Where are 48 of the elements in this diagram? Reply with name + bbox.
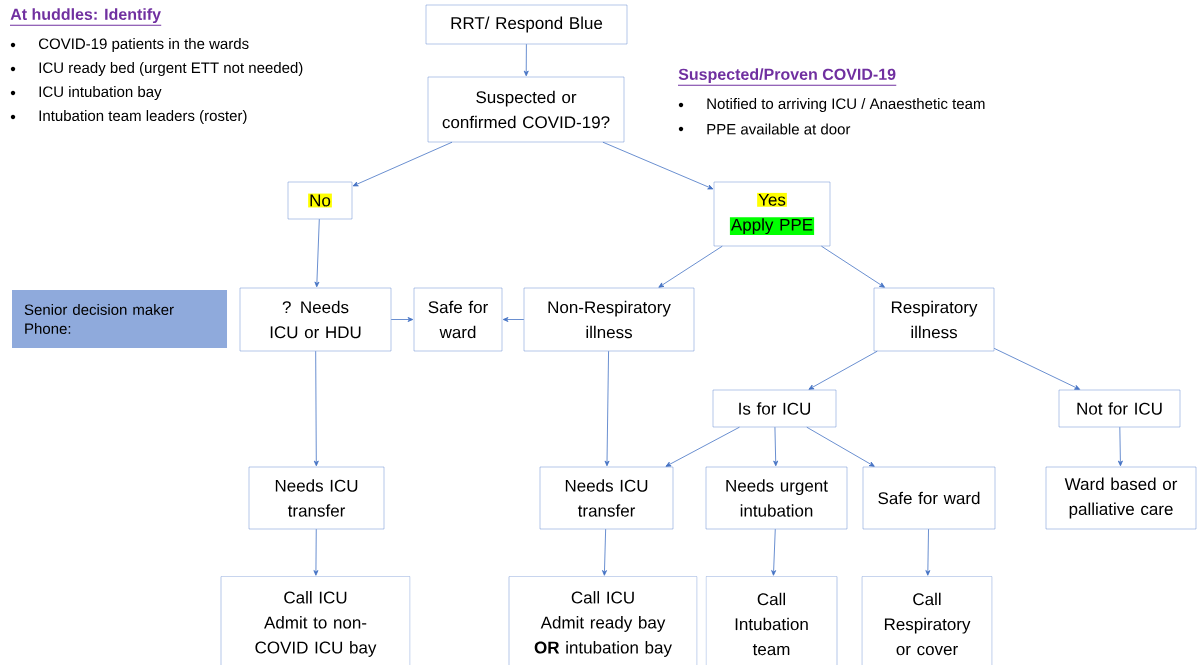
decision-answer-box: No <box>287 181 353 220</box>
process-box: Respiratory illness <box>873 287 995 352</box>
arrow <box>925 528 931 576</box>
arrow <box>773 426 779 467</box>
process-box: Safe for ward <box>413 287 503 352</box>
process-box: RRT/ Respond Blue <box>425 4 628 45</box>
arrow <box>313 528 319 576</box>
process-box: Is for ICU <box>712 389 837 428</box>
arrow <box>314 218 320 288</box>
heading: At huddles: Identify <box>10 8 161 24</box>
process-box: ? Needs ICU or HDU <box>239 287 392 352</box>
bullet-item: Intubation team leaders (roster) <box>10 110 247 124</box>
note-box: Senior decision maker Phone: <box>12 290 227 348</box>
process-box: Call Intubation team <box>705 576 838 665</box>
arrow <box>658 245 723 288</box>
process-box: Call ICU Admit to non-COVID ICU bay <box>220 576 411 665</box>
heading: Suspected/Proven COVID-19 <box>678 68 896 84</box>
arrow <box>665 426 740 467</box>
arrow <box>502 317 525 322</box>
process-box: Needs urgent intubation <box>705 466 848 530</box>
bullet-item: Notified to arriving ICU / Anaesthetic team <box>678 98 985 112</box>
bullet-item: COVID-19 patients in the wards <box>10 38 249 52</box>
process-box: Non-Respiratory illness <box>523 287 695 352</box>
arrow <box>1117 426 1123 467</box>
bullet-item: PPE available at door <box>678 123 851 135</box>
arrow <box>602 141 714 190</box>
arrow <box>771 528 777 576</box>
process-box: Suspected or confirmed COVID-19? <box>427 76 625 143</box>
arrow <box>993 347 1081 390</box>
bullet-item: ICU ready bed (urgent ETT not needed) <box>10 62 303 76</box>
arrow <box>602 528 607 576</box>
arrow <box>390 317 414 322</box>
arrow <box>352 141 453 187</box>
arrow <box>313 350 319 467</box>
process-box: Safe for ward <box>862 466 996 530</box>
arrow <box>821 245 885 288</box>
arrow <box>808 350 878 390</box>
arrow <box>604 350 610 467</box>
process-box: Ward based or palliative care <box>1045 466 1197 530</box>
process-box: Not for ICU <box>1058 389 1181 428</box>
arrow <box>523 43 529 77</box>
process-box: Needs ICU transfer <box>248 466 385 530</box>
process-box: Call Respiratory or cover <box>861 576 993 665</box>
process-box: Call ICU Admit ready bay OR intubation bay <box>508 576 698 665</box>
decision-answer-box: Yes Apply PPE <box>713 181 831 247</box>
process-box: Needs ICU transfer <box>539 466 674 530</box>
bullet-item: ICU intubation bay <box>10 86 162 100</box>
arrow <box>806 426 875 467</box>
